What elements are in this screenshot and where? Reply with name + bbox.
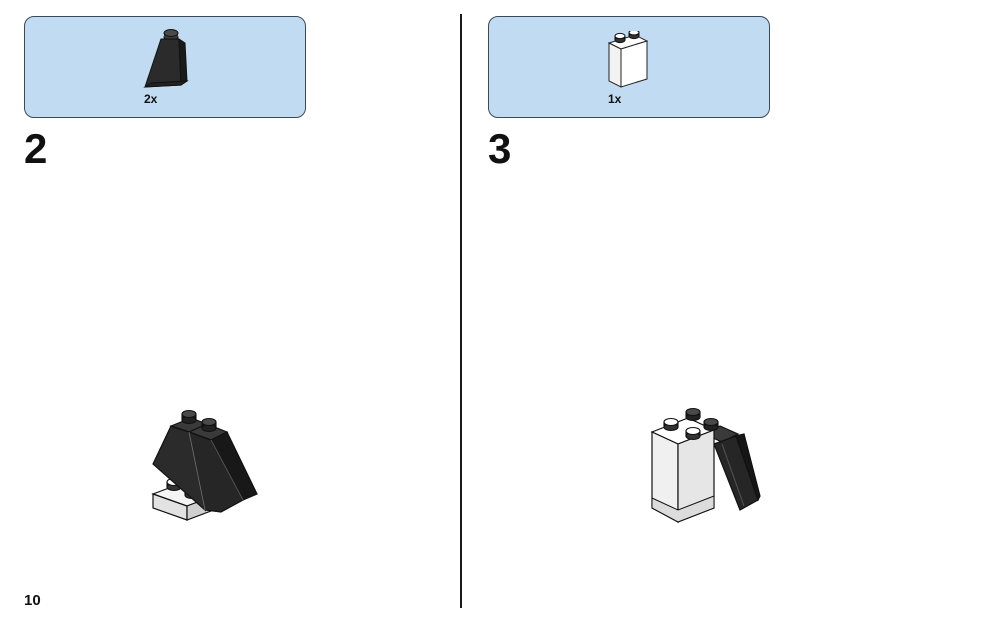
step-number: 3 (488, 125, 512, 172)
part-quantity: 2x (144, 92, 158, 106)
part-quantity: 1x (608, 92, 622, 106)
page-number: 10 (24, 592, 41, 609)
step-2-model-illustration (151, 409, 258, 521)
white-brick-icon (607, 31, 649, 88)
step-number: 2 (24, 125, 48, 172)
step-3-model-illustration (650, 407, 761, 524)
parts-callout-step-3: 1x (488, 16, 770, 118)
dark-slope-brick-icon (143, 29, 189, 88)
parts-callout-step-2: 2x (24, 16, 306, 118)
page-divider (460, 14, 462, 608)
